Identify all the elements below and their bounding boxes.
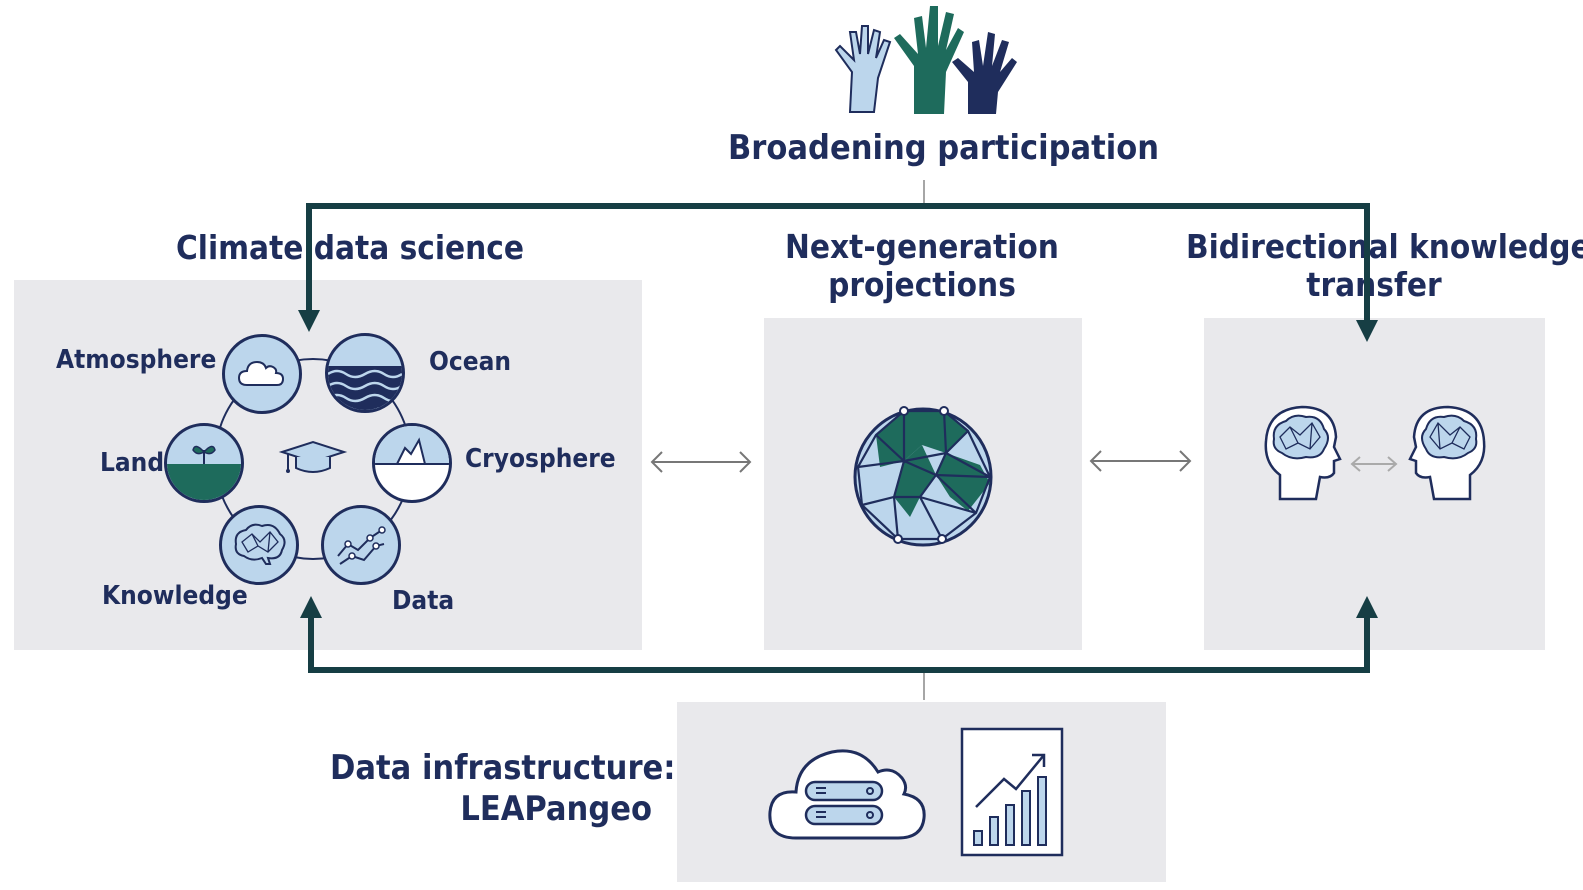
infrastructure-label-line1: Data infrastructure: <box>330 748 676 788</box>
infrastructure-panel <box>677 702 1166 882</box>
globe-network-icon <box>853 406 993 547</box>
bar-chart-icon <box>960 727 1064 857</box>
cryosphere-node <box>372 423 452 503</box>
projections-heading-line1: Next-generation <box>785 227 1059 266</box>
knowledge-node <box>219 505 299 585</box>
sprout-icon <box>167 445 241 500</box>
ocean-label: Ocean <box>429 347 512 377</box>
raised-hands-icon <box>834 6 1017 114</box>
brain-head-icon-right <box>1408 405 1486 501</box>
iceberg-icon <box>375 426 449 465</box>
brain-icon <box>234 523 286 565</box>
graduation-cap-icon <box>278 440 348 473</box>
transfer-panel <box>1204 318 1545 650</box>
infrastructure-label-line2: LEAPangeo <box>460 789 652 829</box>
cloud-server-icon <box>768 749 926 840</box>
knowledge-label: Knowledge <box>102 581 248 611</box>
transfer-heading: Bidirectional knowledge transfer <box>1186 228 1583 304</box>
atmosphere-label: Atmosphere <box>56 345 217 375</box>
projections-heading: Next-generation projections <box>762 228 1082 304</box>
atmosphere-node <box>222 334 302 414</box>
projections-heading-line2: projections <box>828 265 1016 304</box>
line-graph-icon <box>337 526 386 565</box>
wave-icon <box>328 366 402 410</box>
transfer-heading-line2: transfer <box>1306 265 1442 304</box>
title: Broadening participation <box>728 128 1160 168</box>
transfer-heading-line1: Bidirectional knowledge <box>1186 227 1583 266</box>
brain-head-icon <box>1264 405 1342 501</box>
infrastructure-label: Data infrastructure: LEAPangeo <box>330 748 676 830</box>
cryosphere-label: Cryosphere <box>465 444 616 474</box>
climate-heading: Climate data science <box>176 228 525 267</box>
ocean-node <box>325 333 405 413</box>
land-label: Land <box>100 448 165 478</box>
land-node <box>164 423 244 503</box>
data-node <box>321 505 401 585</box>
cloud-icon <box>237 360 285 386</box>
data-label: Data <box>392 586 455 616</box>
